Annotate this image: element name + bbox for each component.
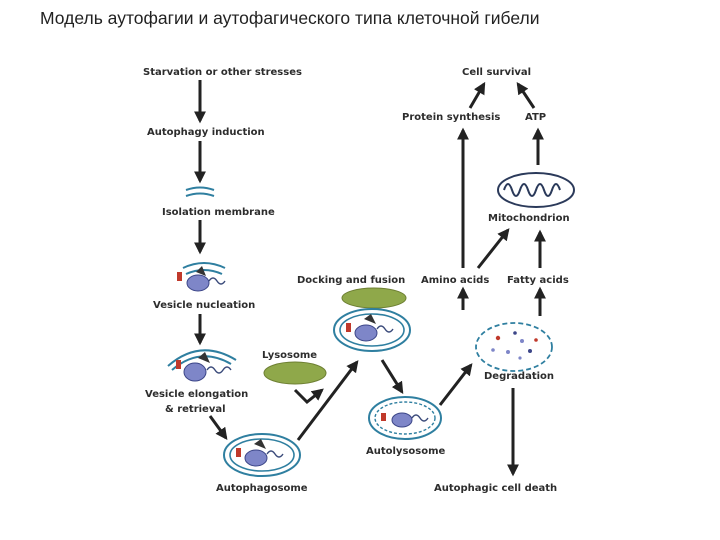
arrow-elongation-to-autophagosome (208, 415, 228, 440)
label-docking-fusion: Docking and fusion (297, 275, 405, 286)
slide-title: Модель аутофагии и аутофагического типа … (40, 8, 540, 28)
label-degradation: Degradation (484, 371, 554, 382)
label-cell-survival: Cell survival (462, 67, 531, 78)
label-atp: ATP (525, 112, 546, 123)
label-isolation-membrane: Isolation membrane (162, 207, 275, 218)
arrow-lysosome-bend (293, 388, 324, 405)
docking-fusion-drawing (333, 287, 411, 352)
degradation-drawing (475, 322, 553, 372)
lysosome-shape (263, 361, 327, 385)
vesicle-elongation-drawing (167, 349, 237, 382)
arrow-protein-to-survival (468, 81, 486, 109)
label-starvation: Starvation or other stresses (143, 67, 302, 78)
mitochondrion-drawing (497, 172, 575, 208)
label-fatty-acids: Fatty acids (507, 275, 569, 286)
arrow-autolysosome-to-degradation (438, 363, 473, 406)
label-vesicle-elongation: Vesicle elongation (145, 389, 248, 400)
label-autolysosome: Autolysosome (366, 446, 446, 457)
label-vesicle-nucleation: Vesicle nucleation (153, 300, 255, 311)
label-autophagy-induction: Autophagy induction (147, 127, 265, 138)
label-lysosome: Lysosome (262, 350, 317, 361)
autophagosome-drawing (223, 433, 301, 477)
label-protein-synthesis: Protein synthesis (402, 112, 500, 123)
label-autophagosome: Autophagosome (216, 483, 308, 494)
label-autophagic-cell-death: Autophagic cell death (434, 483, 557, 494)
arrow-amino-to-mitochondrion (476, 228, 510, 269)
label-amino-acids: Amino acids (421, 275, 489, 286)
autolysosome-drawing (368, 396, 442, 440)
arrow-atp-to-survival (516, 82, 536, 109)
label-mitochondrion: Mitochondrion (488, 213, 570, 224)
arrow-autophagosome-to-docking (296, 360, 359, 441)
label-retrieval: & retrieval (165, 404, 226, 415)
arrow-docking-to-autolysosome (380, 359, 404, 395)
vesicle-nucleation-drawing (177, 262, 226, 292)
isolation-membrane-drawing (185, 186, 215, 197)
